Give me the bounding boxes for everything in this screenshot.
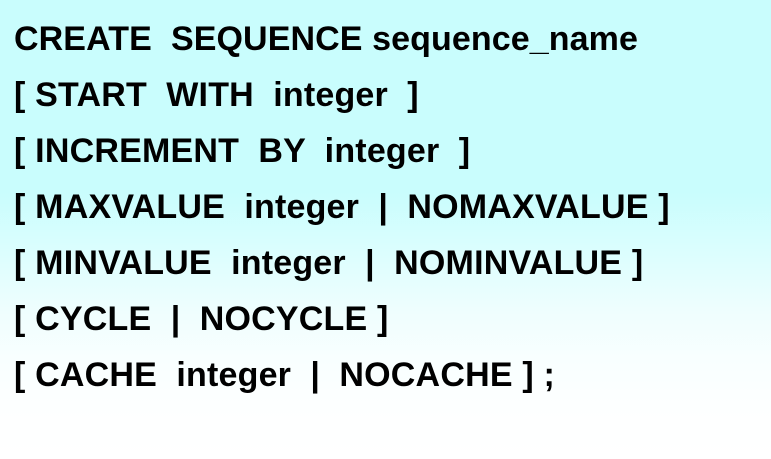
syntax-line-create-sequence: CREATE SEQUENCE sequence_name bbox=[14, 20, 638, 58]
syntax-line-start-with: [ START WITH integer ] bbox=[14, 76, 419, 114]
syntax-line-cache: [ CACHE integer | NOCACHE ] ; bbox=[14, 356, 556, 394]
create-sequence-syntax-block: CREATE SEQUENCE sequence_name [ START WI… bbox=[14, 20, 670, 394]
syntax-line-cycle: [ CYCLE | NOCYCLE ] bbox=[14, 300, 389, 338]
syntax-line-increment-by: [ INCREMENT BY integer ] bbox=[14, 132, 471, 170]
syntax-line-maxvalue: [ MAXVALUE integer | NOMAXVALUE ] bbox=[14, 188, 670, 226]
syntax-line-minvalue: [ MINVALUE integer | NOMINVALUE ] bbox=[14, 244, 644, 282]
